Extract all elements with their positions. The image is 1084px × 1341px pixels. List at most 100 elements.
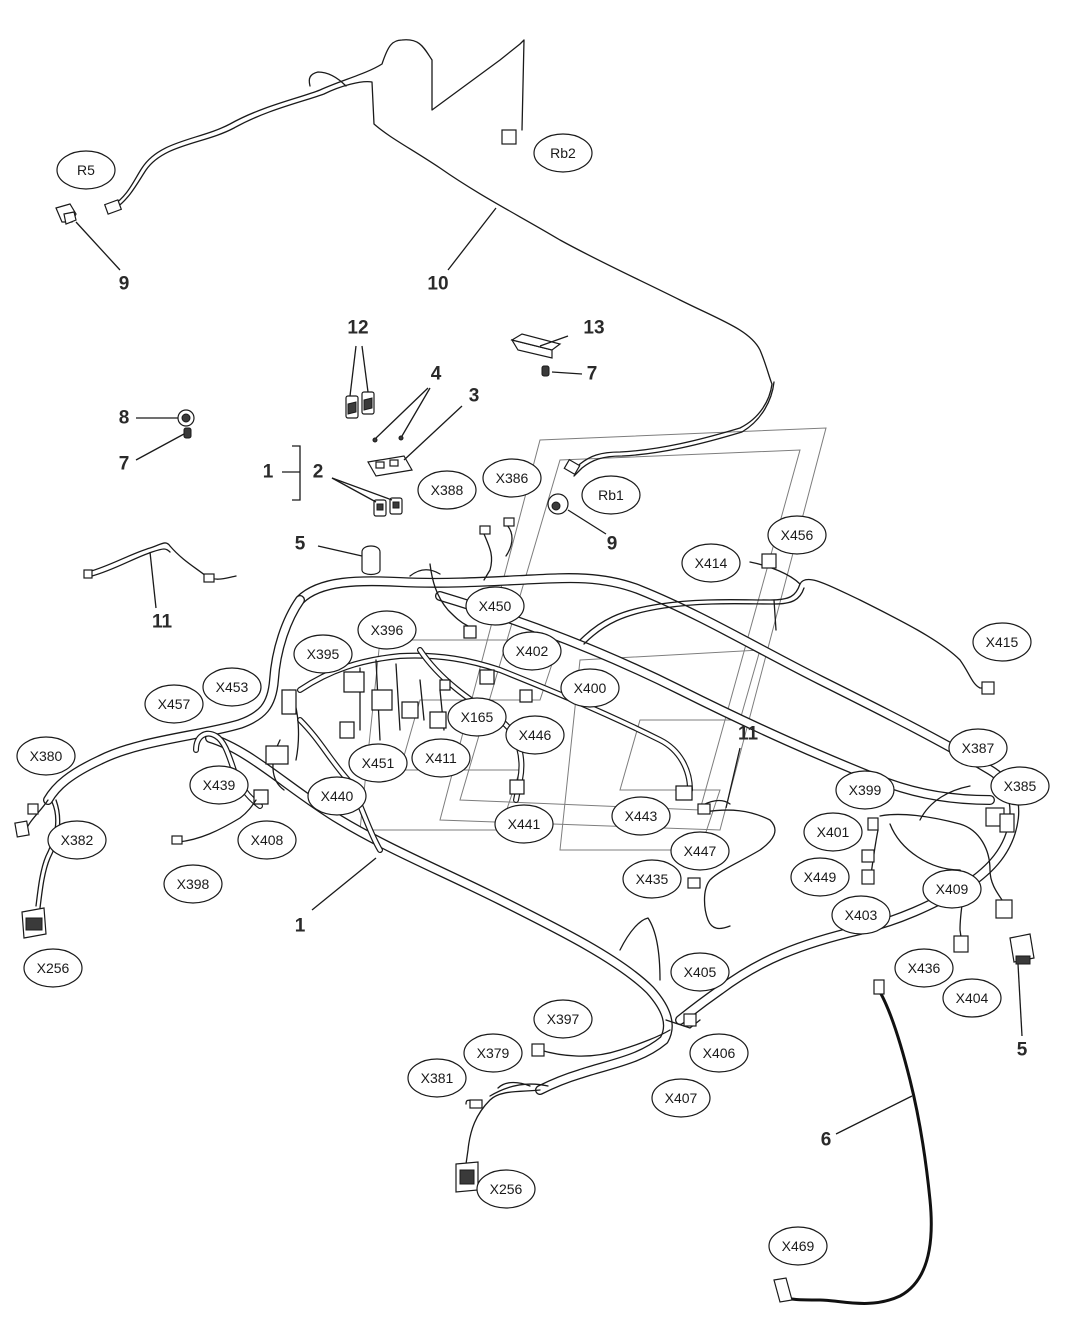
connector-x382-plug — [14, 820, 30, 838]
svg-text:X385: X385 — [1004, 778, 1037, 794]
screw-item-7-left — [183, 427, 192, 439]
sensor-item-9-right — [547, 493, 569, 515]
svg-text:X403: X403 — [845, 907, 878, 923]
connector-label-x469: X469 — [768, 1226, 828, 1266]
svg-text:X398: X398 — [177, 876, 210, 892]
relays-item-12 — [345, 391, 375, 419]
connector-label-x439: X439 — [189, 765, 249, 805]
svg-text:X386: X386 — [496, 470, 529, 486]
item-number-5a: 5 — [295, 534, 306, 555]
connector-label-x403: X403 — [831, 895, 891, 935]
pins-item-4 — [372, 435, 404, 443]
sensor-item-9-left — [55, 203, 77, 225]
connector-label-x165: X165 — [447, 697, 507, 737]
item-number-3: 3 — [469, 386, 480, 407]
connector-label-x402: X402 — [502, 631, 562, 671]
item-number-12: 12 — [347, 318, 368, 339]
svg-text:X409: X409 — [936, 881, 969, 897]
svg-text:X453: X453 — [216, 679, 249, 695]
connector-label-x451: X451 — [348, 743, 408, 783]
cable-item-6 — [773, 979, 933, 1305]
branch-x415 — [579, 553, 995, 695]
connector-label-x382: X382 — [47, 820, 107, 860]
svg-text:R5: R5 — [77, 162, 95, 178]
svg-text:X256: X256 — [37, 960, 70, 976]
connector-r5-plug — [103, 199, 123, 215]
plug-item-5-lower — [1009, 933, 1035, 965]
svg-text:X388: X388 — [431, 482, 464, 498]
fusebox-item-3 — [367, 455, 413, 477]
center-connector-cluster — [253, 625, 693, 805]
connector-label-x401: X401 — [803, 812, 863, 852]
connector-label-r5: R5 — [56, 150, 116, 190]
connector-label-rb2: Rb2 — [533, 133, 593, 173]
svg-text:X402: X402 — [516, 643, 549, 659]
leader-lines — [75, 207, 1023, 1135]
connector-label-x408: X408 — [237, 820, 297, 860]
svg-text:X395: X395 — [307, 646, 340, 662]
connector-label-x456: X456 — [767, 515, 827, 555]
svg-text:Rb1: Rb1 — [598, 487, 624, 503]
connector-label-x395: X395 — [293, 634, 353, 674]
connector-rb1-plug — [563, 458, 581, 476]
connector-label-x399: X399 — [835, 770, 895, 810]
svg-text:X399: X399 — [849, 782, 882, 798]
svg-text:X165: X165 — [461, 709, 494, 725]
svg-text:X408: X408 — [251, 832, 284, 848]
svg-text:X440: X440 — [321, 788, 354, 804]
svg-text:Rb2: Rb2 — [550, 145, 576, 161]
branch-x450 — [409, 517, 515, 627]
item-number-5b: 5 — [1017, 1040, 1028, 1061]
connector-label-x450: X450 — [465, 586, 525, 626]
svg-text:X256: X256 — [490, 1181, 523, 1197]
connector-label-x404: X404 — [942, 978, 1002, 1018]
plug-item-5-upper — [361, 545, 381, 576]
connector-label-x387: X387 — [948, 728, 1008, 768]
connector-label-x443: X443 — [611, 796, 671, 836]
connector-x398-plug — [171, 799, 257, 845]
svg-text:X415: X415 — [986, 634, 1019, 650]
connector-label-x449: X449 — [790, 857, 850, 897]
svg-text:X443: X443 — [625, 808, 658, 824]
item-number-6: 6 — [821, 1130, 832, 1151]
svg-text:X436: X436 — [908, 960, 941, 976]
connector-label-x256-bottom: X256 — [476, 1169, 536, 1209]
connector-label-x435: X435 — [622, 859, 682, 899]
harness-item-11-right — [687, 799, 776, 930]
connector-label-x388: X388 — [417, 470, 477, 510]
connector-label-x397: X397 — [533, 999, 593, 1039]
svg-text:X382: X382 — [61, 832, 94, 848]
connector-label-x446: X446 — [505, 715, 565, 755]
connector-label-x379: X379 — [463, 1033, 523, 1073]
item-number-labels: 9 10 12 13 4 3 7 8 7 1 2 9 5 11 11 1 5 6 — [119, 274, 1028, 1151]
svg-text:X379: X379 — [477, 1045, 510, 1061]
connector-label-x407: X407 — [651, 1078, 711, 1118]
connector-rb2-plug — [501, 129, 517, 145]
right-cluster — [861, 785, 1015, 953]
connector-label-x411: X411 — [411, 738, 471, 778]
connector-label-x436: X436 — [894, 948, 954, 988]
svg-text:X441: X441 — [508, 816, 541, 832]
wire-item-10 — [103, 39, 775, 477]
connector-label-x400: X400 — [560, 668, 620, 708]
item-number-10: 10 — [427, 274, 448, 295]
svg-text:X380: X380 — [30, 748, 63, 764]
connector-label-bubbles: R5 Rb2 Rb1 X388 X386 X456 X414 X450 X396… — [16, 133, 1050, 1266]
connector-label-rb1: Rb1 — [581, 475, 641, 515]
svg-text:X449: X449 — [804, 869, 837, 885]
connector-label-x457: X457 — [144, 684, 204, 724]
svg-text:X450: X450 — [479, 598, 512, 614]
svg-text:X435: X435 — [636, 871, 669, 887]
connector-label-x441: X441 — [494, 804, 554, 844]
connector-label-x256-left: X256 — [23, 948, 83, 988]
svg-text:X447: X447 — [684, 843, 717, 859]
svg-text:X469: X469 — [782, 1238, 815, 1254]
svg-text:X414: X414 — [695, 555, 728, 571]
connector-label-x440: X440 — [307, 776, 367, 816]
item-number-13: 13 — [583, 318, 604, 339]
svg-text:X396: X396 — [371, 622, 404, 638]
connector-label-x380: X380 — [16, 736, 76, 776]
connector-label-x405: X405 — [670, 952, 730, 992]
harness-item-11-left — [83, 542, 237, 583]
